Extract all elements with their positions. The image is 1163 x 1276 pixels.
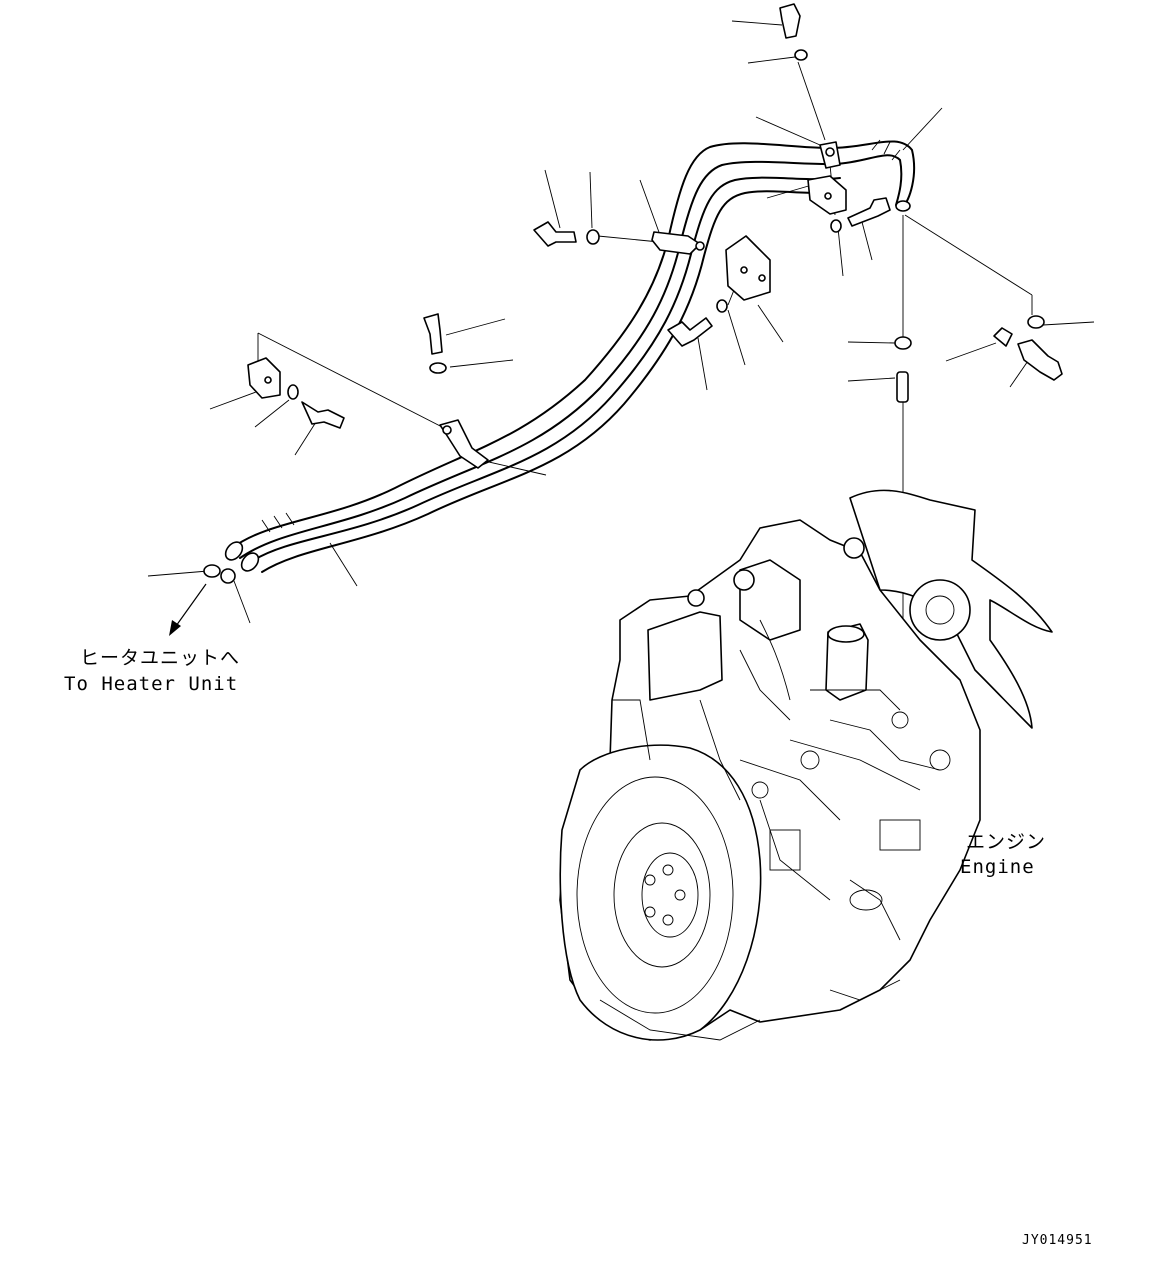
bolts-and-washers (203, 3, 891, 584)
heater-hoses (224, 139, 916, 573)
leader-lines (147, 20, 1095, 640)
heater-unit-label-ja: ヒータユニットへ (80, 647, 240, 669)
engine-label-ja: エンジン (966, 831, 1046, 853)
heater-unit-label-en: To Heater Unit (64, 673, 238, 695)
heater-arrow (169, 583, 207, 636)
fittings (894, 315, 1063, 403)
hose-clamps (439, 141, 841, 469)
engine-label-en: Engine (960, 856, 1035, 878)
drawing-code: JY014951 (1022, 1233, 1093, 1248)
brackets (247, 175, 847, 399)
engine-drawing (559, 489, 1053, 1041)
